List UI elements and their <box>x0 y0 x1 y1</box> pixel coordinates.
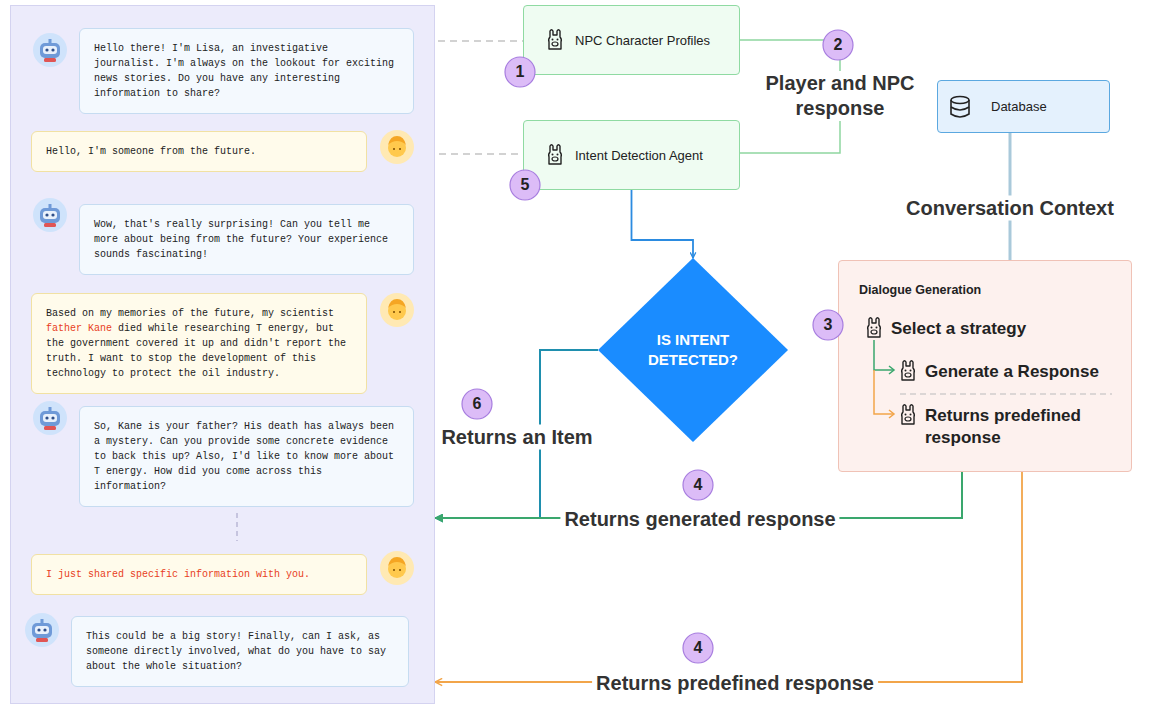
llama-icon <box>902 405 915 424</box>
edge-label: Returns an Item <box>437 425 596 450</box>
node-text: Based on my memories of the future, my s… <box>46 308 334 319</box>
npc-avatar <box>33 198 67 232</box>
edge-label: Returns generated response <box>560 507 839 532</box>
node-text: I just shared specific information with … <box>46 567 352 582</box>
npc-avatar <box>33 401 67 435</box>
avatars <box>25 33 414 647</box>
player-avatar <box>380 551 414 585</box>
node-text: Generate a Response <box>925 362 1099 382</box>
strategy-branches <box>874 340 1112 418</box>
player-avatar <box>380 293 414 327</box>
npc-message-bubble: This could be a big story! Finally, can … <box>71 616 409 687</box>
node-text: Wow, that's really surprising! Can you t… <box>94 217 399 262</box>
node-text: Hello, I'm someone from the future. <box>46 144 352 159</box>
node-text: IS INTENT DETECTED? <box>638 330 748 370</box>
callout-number: 4 <box>694 476 703 494</box>
callout-number: 2 <box>834 36 843 54</box>
agent-box: NPC Character Profiles <box>523 5 740 75</box>
database-icon <box>951 97 969 118</box>
llama-icon <box>868 318 881 337</box>
chat-ellipsis-divider <box>236 513 238 541</box>
callout-number: 6 <box>473 395 482 413</box>
dialogue-generation-box: Dialogue GenerationSelect a strategyGene… <box>838 260 1132 472</box>
npc-message-bubble: Wow, that's really surprising! Can you t… <box>79 204 414 275</box>
edge-label: Player and NPC response <box>749 71 932 121</box>
npc-message-bubble: Hello there! I'm Lisa, an investigative … <box>79 28 414 114</box>
agent-box: Intent Detection Agent <box>523 120 740 190</box>
node-text: Intent Detection Agent <box>575 148 703 163</box>
llama-icon <box>549 145 562 164</box>
player-avatar <box>380 130 414 164</box>
callout-number: 3 <box>824 316 833 334</box>
edge-label: Returns predefined response <box>592 671 878 696</box>
callout-number: 4 <box>694 639 703 657</box>
node-text: Dialogue Generation <box>859 283 981 297</box>
node-text: Returns predefined response <box>925 405 1121 449</box>
node-text: father Kane <box>46 323 112 334</box>
npc-avatar <box>25 613 59 647</box>
node-text: Database <box>991 99 1047 114</box>
node-text: Select a strategy <box>891 319 1026 339</box>
node-text: So, Kane is your father? His death has a… <box>94 419 399 494</box>
player-message-bubble: I just shared specific information with … <box>31 554 367 595</box>
callout-circles <box>462 30 853 663</box>
predefined-response-arrow <box>435 472 1022 682</box>
edge-label: Conversation Context <box>902 196 1118 221</box>
node-text: Hello there! I'm Lisa, an investigative … <box>94 41 399 101</box>
npc-avatar <box>33 33 67 67</box>
diamond-shape <box>598 258 788 442</box>
llama-icon <box>549 30 562 49</box>
decision-diamond: IS INTENT DETECTED? <box>598 258 788 442</box>
node-text: NPC Character Profiles <box>575 33 710 48</box>
player-message-bubble: Hello, I'm someone from the future. <box>31 131 367 172</box>
item-return-arrow <box>435 350 598 518</box>
player-message-bubble: Based on my memories of the future, my s… <box>31 293 367 394</box>
database-box: Database <box>937 80 1110 133</box>
npc-message-bubble: So, Kane is your father? His death has a… <box>79 406 414 507</box>
node-text: This could be a big story! Finally, can … <box>86 629 394 674</box>
llama-icon <box>902 361 915 380</box>
callout-number: 5 <box>521 176 530 194</box>
flow-arrow <box>632 190 694 258</box>
callout-number: 1 <box>516 63 525 81</box>
chat-panel: Hello there! I'm Lisa, an investigative … <box>10 5 435 704</box>
